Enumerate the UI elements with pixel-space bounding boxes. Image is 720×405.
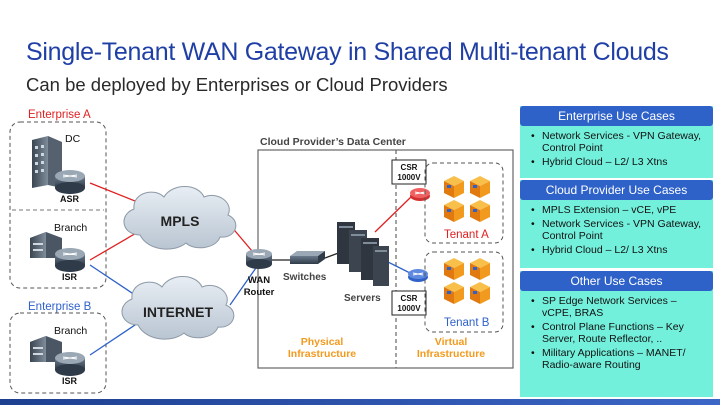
- wan-router-label-line1: WAN: [248, 275, 270, 286]
- servers-label: Servers: [344, 293, 381, 304]
- enterprise-b-box: [9, 312, 107, 394]
- cloud-provider-use-cases-panel: Cloud Provider Use Cases MPLS Extension …: [520, 180, 713, 268]
- cloud-provider-use-cases-list: MPLS Extension – vCE, vPE Network Servic…: [520, 200, 713, 260]
- csr-bottom-box: [391, 290, 427, 316]
- bottom-bar: [0, 399, 720, 405]
- list-item: Military Applications – MANET/ Radio-awa…: [531, 347, 707, 371]
- enterprise-b-label: Enterprise B: [28, 301, 92, 313]
- servers-icon: [337, 222, 389, 286]
- tenant-b-box: [424, 251, 504, 333]
- mpls-label: MPLS: [161, 213, 200, 229]
- csr-top-label-line2: 1000V: [397, 173, 421, 182]
- other-use-cases-heading: Other Use Cases: [520, 271, 713, 291]
- asr-label: ASR: [60, 194, 80, 204]
- isr-a-router-icon: [55, 248, 85, 272]
- list-item: MPLS Extension – vCE, vPE: [531, 204, 707, 216]
- other-use-cases-list: SP Edge Network Services – vCPE, BRAS Co…: [520, 291, 713, 375]
- other-use-cases-panel: Other Use Cases SP Edge Network Services…: [520, 271, 713, 397]
- csr-top-label-line1: CSR: [401, 163, 418, 172]
- enterprise-use-cases-heading: Enterprise Use Cases: [520, 106, 713, 126]
- physical-label-line1: Physical: [301, 336, 344, 348]
- isr-a-label: ISR: [62, 272, 78, 282]
- tenant-a-box: [424, 162, 504, 244]
- branch-b-label: Branch: [54, 325, 87, 337]
- branch-b-building-icon: [30, 336, 62, 362]
- page-title: Single-Tenant WAN Gateway in Shared Mult…: [26, 38, 669, 66]
- list-item: Network Services - VPN Gateway, Control …: [531, 218, 707, 242]
- tenant-b-vm-icons: [444, 258, 490, 304]
- list-item: Hybrid Cloud – L2/ L3 Xtns: [531, 244, 707, 256]
- dc-label: DC: [65, 133, 81, 145]
- enterprise-a-label: Enterprise A: [28, 109, 91, 121]
- top-bar: [0, 0, 720, 4]
- tenant-a-label: Tenant A: [444, 229, 489, 241]
- branch-a-building-icon: [30, 232, 62, 258]
- internet-label: INTERNET: [143, 304, 213, 320]
- tenant-a-vm-icons: [444, 176, 490, 222]
- isr-b-router-icon: [55, 352, 85, 376]
- csr-top-box: [391, 159, 427, 185]
- list-item: Control Plane Functions – Key Server, Ro…: [531, 321, 707, 345]
- tenant-b-label: Tenant B: [444, 317, 490, 329]
- isr-b-label: ISR: [62, 376, 78, 386]
- csr-bottom-router-icon: [408, 269, 428, 282]
- list-item: Network Services - VPN Gateway, Control …: [531, 130, 707, 154]
- enterprise-use-cases-panel: Enterprise Use Cases Network Services - …: [520, 106, 713, 178]
- datacenter-label: Cloud Provider’s Data Center: [260, 136, 406, 148]
- page-subtitle: Can be deployed by Enterprises or Cloud …: [26, 74, 448, 95]
- list-item: SP Edge Network Services – vCPE, BRAS: [531, 295, 707, 319]
- csr-bottom-label-line1: CSR: [401, 294, 418, 303]
- cloud-provider-use-cases-heading: Cloud Provider Use Cases: [520, 180, 713, 200]
- physical-label-line2: Infrastructure: [288, 348, 356, 360]
- switch-icon: [290, 251, 325, 264]
- enterprise-use-cases-list: Network Services - VPN Gateway, Control …: [520, 126, 713, 172]
- wan-router-label-line2: Router: [244, 287, 275, 298]
- switches-label: Switches: [283, 272, 327, 283]
- wan-router-icon: [246, 249, 272, 269]
- csr-bottom-label-line2: 1000V: [397, 304, 421, 313]
- mpls-cloud-icon: [123, 186, 237, 250]
- asr-router-icon: [55, 170, 85, 194]
- internet-cloud-icon: [121, 276, 235, 340]
- branch-a-label: Branch: [54, 222, 87, 234]
- virtual-label-line1: Virtual: [435, 336, 468, 348]
- enterprise-a-box: [9, 121, 107, 289]
- csr-top-router-icon: [410, 188, 430, 201]
- list-item: Hybrid Cloud – L2/ L3 Xtns: [531, 156, 707, 168]
- virtual-label-line2: Infrastructure: [417, 348, 485, 360]
